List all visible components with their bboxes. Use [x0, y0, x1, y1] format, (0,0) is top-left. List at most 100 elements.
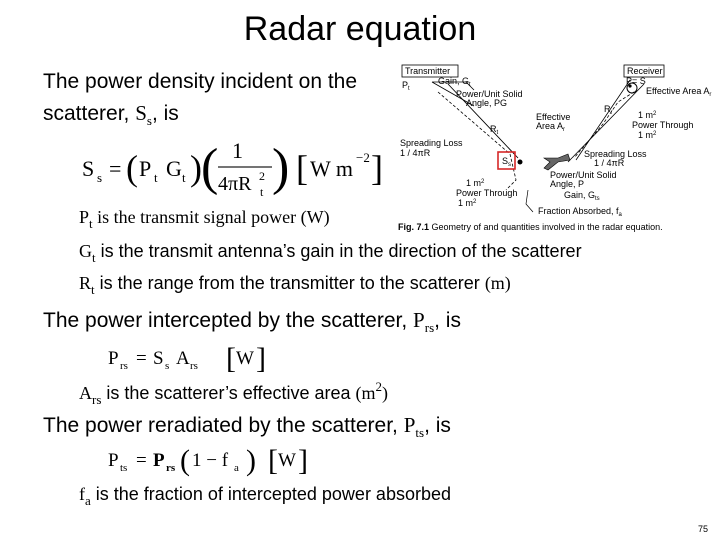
rt-line	[447, 83, 519, 159]
receiver-path	[573, 91, 635, 159]
def-ars-unit-sup: 2	[375, 379, 383, 394]
def-ars-unit-close: )	[382, 383, 389, 403]
receiver-feed	[628, 84, 632, 88]
equation-reradiated-power: P ts = P rs ( 1 − f a ) [ W ]	[108, 444, 308, 477]
def-ars-sub: rs	[92, 392, 102, 407]
eq2-equals: =	[136, 348, 147, 369]
rerad-symbol: P	[403, 413, 416, 437]
rerad-prefix: The power reradiated by the scatterer,	[43, 414, 404, 437]
eq3-p-sub: rs	[166, 462, 176, 474]
def-gt-text: is the transmit antenna’s gain in the di…	[95, 241, 582, 261]
radar-geometry-figure: Transmitter Receiver Ss Pt Gain, Gt Powe…	[400, 64, 711, 218]
eq1-bracket-close: ]	[371, 148, 383, 188]
eq1-lhs-sub: s	[97, 170, 102, 185]
slide-title: Radar equation	[243, 10, 477, 48]
eq1-unit-sup: −2	[356, 150, 370, 165]
eq3-bracket-open: [	[268, 444, 278, 477]
eq2-unit: W	[236, 348, 254, 369]
def-ars: Ars is the scatterer’s effective area (m…	[79, 379, 388, 408]
eq3-paren-open: (	[180, 444, 190, 477]
eq1-frac-den-sub: t	[260, 185, 264, 199]
spreading-right-1: Spreading Loss	[584, 149, 647, 159]
eq1-frac-num: 1	[232, 138, 243, 163]
power-solid-label-1: Power/Unit Solid	[456, 89, 523, 99]
angle-ps-label: Angle, P	[550, 179, 584, 189]
one-m2-top: 1 m2	[638, 110, 657, 120]
intro-line-2: scatterer, Ss, is	[43, 101, 179, 129]
eq2-bracket-close: ]	[256, 342, 266, 375]
transmitter-box	[401, 64, 459, 78]
eq3-paren-close: )	[246, 444, 256, 477]
caption-label: Fig. 7.1	[398, 222, 430, 232]
spreading-left-2: 1 / 4πR	[400, 148, 431, 158]
caption-text: Geometry of and quantities involved in t…	[431, 222, 663, 232]
area-ar-label: Area Ar	[536, 121, 565, 133]
eq2-bracket-open: [	[226, 342, 236, 375]
ss-highlight-box	[497, 151, 516, 170]
def-ars-text: is the scatterer’s effective area	[101, 383, 356, 403]
intro-symbol: S	[135, 101, 147, 125]
eq3-p: P	[153, 450, 165, 471]
figure-caption: Fig. 7.1 Geometry of and quantities invo…	[398, 222, 663, 232]
eq3-f-sub: a	[234, 462, 239, 474]
receiver-label: Receiver	[627, 66, 663, 76]
spreading-right-2: 1 / 4πR	[594, 158, 625, 168]
eq1-g: G	[166, 156, 182, 181]
eq1-equals: =	[109, 156, 121, 181]
effective-area-rx-label: Effective Area Ar	[646, 86, 711, 98]
spreading-left-1: Spreading Loss	[400, 138, 463, 148]
eq2-s-sub: s	[165, 360, 169, 372]
eq3-lhs-sub: ts	[120, 462, 127, 474]
def-gt-symbol: G	[79, 241, 92, 261]
def-pt-sub: t	[89, 216, 93, 231]
rerad-suffix: , is	[424, 414, 451, 437]
def-gt-sub: t	[92, 250, 96, 265]
gain-gs-label: Gain, Gts	[564, 190, 600, 202]
eq1-frac-den: 4πR	[218, 173, 252, 195]
fraction-absorbed-label: Fraction Absorbed, fa	[538, 206, 623, 218]
equation-power-density: S s = ( P t G t ) ( 1 4πR 2 t ) [ W m −2…	[82, 138, 383, 199]
absorbed-pointer	[525, 189, 534, 213]
rerad-line: The power reradiated by the scatterer, P…	[43, 413, 451, 441]
intercept-sub: rs	[424, 320, 435, 335]
def-ars-symbol: A	[79, 383, 92, 403]
receiver-box	[623, 64, 665, 78]
eq2-lhs-sub: rs	[120, 360, 128, 372]
scatterer-point	[517, 159, 523, 165]
def-fa-sub: a	[85, 493, 91, 508]
receiver-ps-gr: P= S	[626, 76, 646, 86]
intro-symbol-sub: s	[146, 113, 152, 128]
def-ars-unit: (m	[355, 383, 376, 403]
intercept-line: The power intercepted by the scatterer, …	[43, 308, 461, 336]
transmitter-label: Transmitter	[405, 66, 450, 76]
intercept-symbol: P	[413, 308, 425, 332]
power-through-bottom: Power Through	[456, 188, 517, 198]
one-m2-eq-top: 1 m2	[638, 130, 657, 140]
pt-label: Pt	[402, 80, 410, 92]
transmitter-to-scatterer-path	[437, 91, 517, 191]
def-rt-text: is the range from the transmitter to the…	[94, 273, 485, 293]
def-fa-text: is the fraction of intercepted power abs…	[90, 484, 451, 504]
transmitter-beam	[431, 81, 475, 107]
angle-pt-gt-label: Angle, PG	[466, 98, 507, 108]
intro-suffix: , is	[151, 102, 179, 125]
intercept-prefix: The power intercepted by the scatterer,	[43, 309, 414, 332]
rerad-sub: ts	[415, 425, 425, 440]
def-rt-sub: t	[91, 282, 95, 297]
scatterer-aircraft	[543, 153, 571, 171]
effective-label: Effective	[536, 112, 570, 122]
eq2-s: S	[153, 348, 164, 369]
def-pt: Pt is the transmit signal power (W)	[79, 207, 330, 232]
intercept-suffix: , is	[434, 309, 461, 332]
power-solid-label-2: Power/Unit Solid	[550, 170, 617, 180]
eq1-p-sub: t	[154, 170, 158, 185]
eq1-unit: W m	[310, 156, 353, 181]
receiver-beam	[567, 79, 645, 163]
eq2-lhs: P	[108, 348, 119, 369]
power-through-top: Power Through	[632, 120, 693, 130]
eq1-bigparen-open: (	[201, 139, 218, 196]
eq1-bigparen-close: )	[272, 139, 289, 196]
rt-label: Rt	[490, 124, 499, 136]
def-rt-unit: (m)	[484, 273, 511, 293]
eq3-unit: W	[278, 450, 296, 471]
